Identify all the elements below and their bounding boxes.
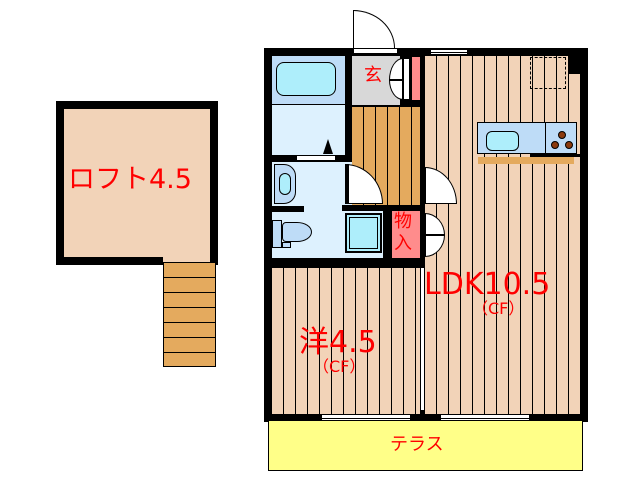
loft-stairs bbox=[163, 262, 216, 367]
burner-icon bbox=[558, 131, 566, 139]
stair-step bbox=[164, 308, 215, 323]
wall bbox=[336, 155, 352, 162]
loft-room bbox=[56, 101, 218, 265]
wall bbox=[272, 155, 296, 162]
fridge-space bbox=[530, 57, 566, 89]
wall bbox=[345, 48, 352, 162]
stair-step bbox=[164, 293, 215, 308]
storage-label-bottom: 入 bbox=[394, 233, 412, 254]
washbasin-icon bbox=[274, 164, 296, 204]
stair-step bbox=[164, 263, 215, 278]
ldk-sublabel: （CF） bbox=[472, 299, 525, 318]
wall bbox=[383, 205, 392, 260]
shoe-cabinet bbox=[412, 57, 421, 102]
entrance-door[interactable] bbox=[353, 10, 395, 48]
sink-icon bbox=[486, 131, 519, 151]
kitchen-wall bbox=[530, 154, 580, 157]
ldk-wall-notch bbox=[568, 56, 580, 74]
entrance-threshold bbox=[353, 48, 398, 54]
terrace-label: テラス bbox=[390, 434, 444, 455]
storage-label-top: 物 bbox=[394, 211, 412, 232]
stove-divider bbox=[545, 123, 546, 154]
washroom bbox=[272, 105, 345, 155]
genkan-label: 玄 bbox=[364, 65, 382, 86]
washing-machine-icon bbox=[345, 213, 382, 253]
terrace bbox=[268, 421, 583, 471]
bath-door-marker bbox=[323, 139, 333, 154]
burner-icon bbox=[565, 141, 573, 149]
bath-divider-line bbox=[272, 104, 345, 105]
storage-closet bbox=[392, 211, 420, 258]
western-room-sublabel: （CF） bbox=[313, 357, 366, 376]
ldk-window[interactable] bbox=[441, 414, 529, 421]
bath-door bbox=[296, 155, 336, 161]
western-room bbox=[272, 268, 420, 414]
loft-stair-opening bbox=[163, 257, 210, 265]
ldk-top-window bbox=[431, 49, 467, 55]
stair-step bbox=[164, 278, 215, 293]
wall bbox=[264, 258, 422, 268]
western-window[interactable] bbox=[322, 414, 410, 421]
partition-wall bbox=[272, 206, 304, 212]
shoe-cabinet-frame bbox=[403, 58, 410, 100]
bathtub-icon bbox=[276, 62, 336, 96]
ldk-label: LDK10.5 bbox=[424, 267, 551, 302]
sliding-partition[interactable] bbox=[420, 268, 425, 410]
wall bbox=[420, 48, 425, 418]
basin-bowl bbox=[279, 173, 291, 195]
kitchen-counter bbox=[477, 122, 577, 154]
ldk-room bbox=[425, 56, 580, 414]
loft-label: ロフト4.5 bbox=[68, 164, 192, 195]
burner-icon bbox=[551, 141, 559, 149]
stair-step bbox=[164, 338, 215, 353]
toilet-icon bbox=[282, 222, 312, 242]
stair-step bbox=[164, 323, 215, 338]
stair-step bbox=[164, 353, 215, 368]
western-room-label: 洋4.5 bbox=[299, 325, 377, 360]
toilet-tank-icon bbox=[272, 220, 282, 248]
toilet-base bbox=[282, 242, 291, 248]
wall bbox=[400, 100, 425, 107]
kitchen-counter-edge bbox=[478, 157, 574, 164]
